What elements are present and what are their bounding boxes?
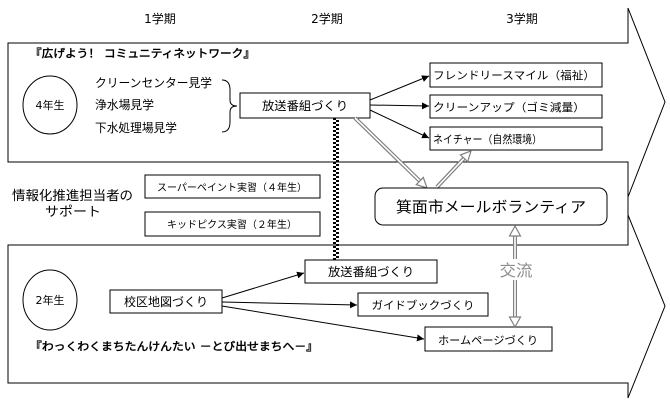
double-arrow-to-volunteer	[353, 116, 428, 189]
term-3-label: 3学期	[506, 11, 538, 26]
arrow-to-outcome-2	[369, 102, 430, 110]
grade4-broadcast-label: 放送番組づくり	[262, 98, 348, 113]
grade2-circle	[22, 269, 78, 331]
double-arrow-to-nature	[435, 150, 472, 189]
output-box	[304, 259, 438, 284]
exchange-label-background	[499, 259, 533, 280]
outcome-box	[429, 62, 603, 88]
grade4-project-title: 『広げよう！ コミュニティネットワーク』	[30, 46, 255, 60]
outcome-box	[429, 126, 603, 151]
visit-item: 下水処理場見学	[95, 120, 177, 135]
arrow-to-outcome-1	[369, 75, 430, 101]
double-arrow-head-top	[508, 224, 522, 237]
map-label: 校区地図づくり	[124, 294, 208, 309]
session-label: キッドピクス実習（２年生）	[167, 218, 297, 231]
output-label: ホームページづくり	[438, 334, 538, 347]
double-arrow-head-bottom	[508, 316, 522, 329]
map-box	[109, 289, 223, 314]
visit-item: クリーンセンター見学	[95, 75, 212, 90]
double-arrow-head	[415, 176, 428, 189]
volunteer-box	[374, 187, 608, 226]
outcome-label: ネイチャー（自然環境）	[433, 132, 542, 146]
arrow-to-output-3	[221, 305, 425, 342]
session-box	[144, 211, 321, 237]
exchange-label: 交流	[500, 261, 533, 280]
term-1-label: 1学期	[144, 11, 176, 26]
visit-item: 浄水場見学	[95, 97, 154, 112]
grade4-label: 4年生	[36, 98, 65, 112]
term-2-label: 2学期	[311, 11, 343, 26]
outcome-label: クリーンアップ（ゴミ減量）	[433, 100, 585, 114]
output-box	[357, 292, 489, 317]
grade4-circle	[22, 75, 78, 135]
output-label: ガイドブックづくり	[372, 298, 475, 312]
double-arrow-head	[459, 150, 472, 163]
outcome-box	[429, 94, 603, 119]
visit-brace	[221, 79, 238, 133]
arrow-to-output-1	[221, 271, 305, 299]
arrow-to-outcome-3	[369, 109, 430, 139]
output-box	[424, 326, 553, 352]
output-label: 放送番組づくり	[328, 264, 414, 279]
grade2-band-arrow	[7, 214, 666, 399]
session-label: スーパーペイント実習（４年生）	[157, 181, 307, 194]
grade2-label: 2年生	[36, 293, 65, 307]
double-arrow-shaft-inner	[354, 117, 421, 182]
double-arrow-shaft-inner	[436, 157, 465, 188]
grade2-project-title: 『わっくわくまちたんけんたい －とび出せまちへ－』	[30, 339, 318, 353]
outcome-label: フレンドリースマイル（福祉）	[433, 68, 595, 82]
session-box	[144, 174, 321, 199]
arrow-to-output-2	[221, 301, 358, 309]
support-label-line1: 情報化推進担当者の	[12, 189, 133, 204]
volunteer-label: 箕面市メールボランティア	[396, 198, 586, 216]
support-label-line2: サポート	[45, 205, 101, 220]
